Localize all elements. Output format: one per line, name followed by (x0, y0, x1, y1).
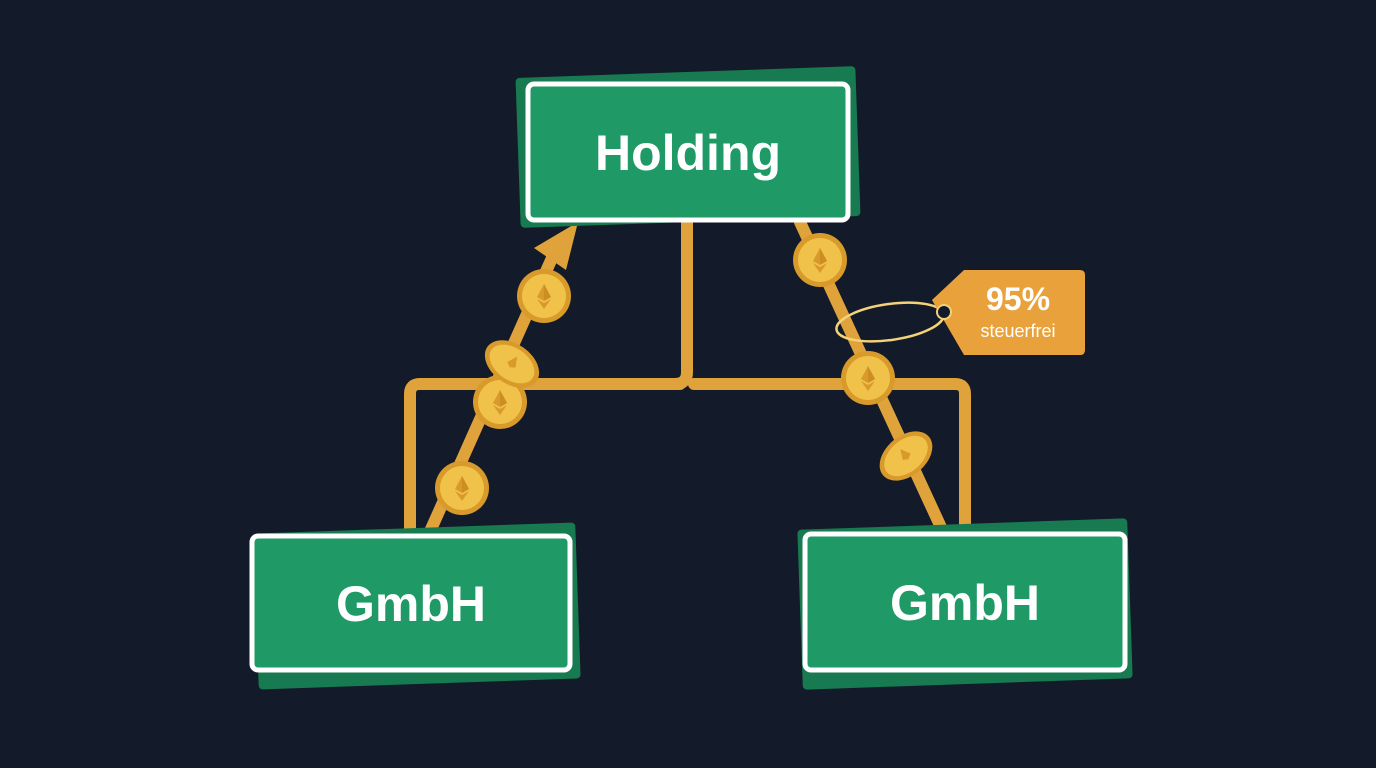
ethereum-coin-icon (517, 269, 571, 323)
coin-stream-right (793, 233, 933, 481)
ethereum-coin-icon (879, 431, 933, 481)
node-holding[interactable]: Holding (515, 66, 861, 228)
ethereum-coin-icon (435, 461, 489, 515)
price-tag-icon (932, 270, 1085, 355)
node-holding-label: Holding (595, 125, 781, 181)
ethereum-coin-icon (473, 375, 527, 429)
tag-percent: 95% (986, 281, 1050, 317)
connector-right-branch (688, 378, 971, 546)
node-gmbh-right[interactable]: GmbH (797, 518, 1133, 690)
arrow-up-icon (534, 222, 578, 270)
node-gmbh-right-box (802, 531, 1128, 673)
node-gmbh-left-label: GmbH (336, 576, 486, 632)
tag-hole (936, 304, 952, 320)
node-holding-box (525, 81, 851, 223)
node-gmbh-right-label: GmbH (890, 575, 1040, 631)
ethereum-coin-icon (793, 233, 847, 287)
ethereum-coin-icon (841, 351, 895, 405)
node-gmbh-left[interactable]: GmbH (249, 522, 581, 690)
node-gmbh-left-box (249, 533, 573, 673)
tag-text: steuerfrei (980, 321, 1055, 341)
coin-stream-left (435, 269, 571, 515)
ethereum-coin-icon (484, 340, 540, 388)
connector-left-branch (404, 378, 686, 546)
connector-holding-trunk (669, 214, 693, 390)
price-tag: 95% steuerfrei (835, 270, 1085, 355)
